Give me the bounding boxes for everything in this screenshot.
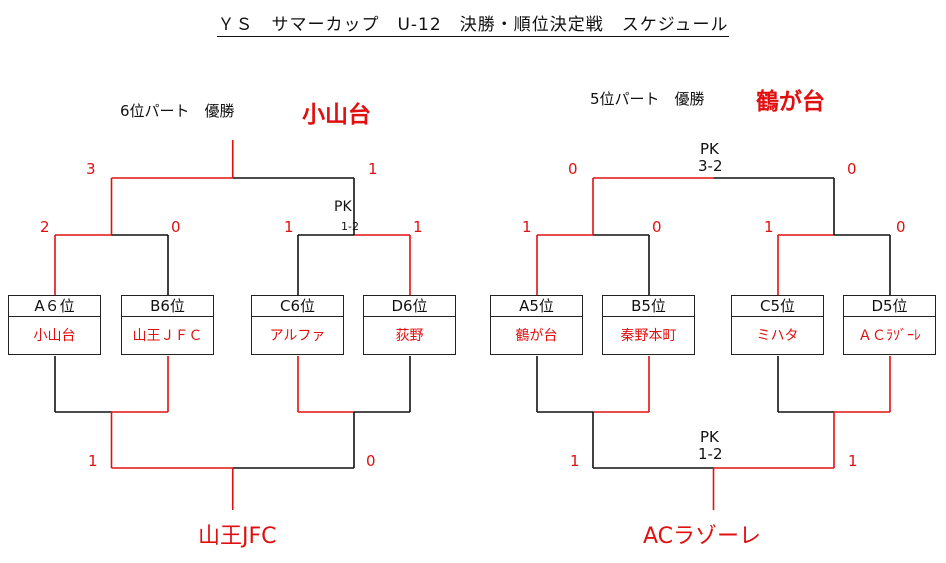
score-6th-semi2-right: 1 — [413, 218, 423, 236]
team-box: C6位 アルファ — [251, 295, 344, 355]
team-name: 荻野 — [395, 328, 424, 344]
team-name: 秦野本町 — [620, 328, 677, 344]
pk-score-6th-semi2: 1-2 — [341, 220, 359, 233]
pk-score-5th-final: 3-2 — [698, 157, 723, 175]
score-6th-semi1-left: 2 — [40, 218, 50, 236]
score-5th-lower-right: 1 — [848, 452, 858, 470]
score-5th-final-left: 0 — [568, 160, 578, 178]
team-box: C5位 ミハタ — [731, 295, 824, 355]
lower-result-6th: 山王JFC — [198, 524, 277, 549]
team-seed: C5位 — [732, 296, 823, 317]
team-seed: D6位 — [364, 296, 455, 317]
score-6th-semi1-right: 0 — [171, 218, 181, 236]
score-5th-semi2-right: 0 — [896, 218, 906, 236]
team-box: D5位 ＡＣﾗｿﾞｰﾚ — [843, 295, 936, 355]
pk-label-5th-final: PK — [700, 140, 719, 158]
part-label-6th: 6位パート 優勝 — [120, 102, 235, 120]
page-title: ＹＳ サマーカップ U-12 決勝・順位決定戦 スケジュール — [217, 15, 729, 37]
team-seed: A5位 — [491, 296, 582, 317]
team-seed: B5位 — [603, 296, 694, 317]
team-seed: C6位 — [252, 296, 343, 317]
part-label-5th: 5位パート 優勝 — [590, 90, 705, 108]
team-name: 山王ＪＦＣ — [132, 328, 203, 344]
team-seed: A６位 — [9, 296, 100, 317]
team-name: 小山台 — [33, 328, 76, 344]
score-6th-semi2-left: 1 — [284, 218, 294, 236]
score-6th-lower-left: 1 — [88, 452, 98, 470]
pk-score-5th-lower: 1-2 — [698, 445, 723, 463]
team-seed: B6位 — [122, 296, 213, 317]
team-box: A６位 小山台 — [8, 295, 101, 355]
team-box: B5位 秦野本町 — [602, 295, 695, 355]
score-5th-semi1-left: 1 — [522, 218, 532, 236]
team-name: アルファ — [269, 328, 326, 344]
score-6th-final-right: 1 — [368, 160, 378, 178]
team-name: 鶴が台 — [515, 328, 558, 344]
pk-label-5th-lower: PK — [700, 428, 719, 446]
lower-result-5th: ACラゾーレ — [643, 524, 762, 549]
team-name: ＡＣﾗｿﾞｰﾚ — [858, 328, 921, 344]
score-5th-semi1-right: 0 — [652, 218, 662, 236]
team-name: ミハタ — [756, 328, 799, 344]
score-6th-final-left: 3 — [86, 160, 96, 178]
score-5th-semi2-left: 1 — [764, 218, 774, 236]
team-box: A5位 鶴が台 — [490, 295, 583, 355]
score-5th-lower-left: 1 — [570, 452, 580, 470]
champion-5th: 鶴が台 — [756, 89, 825, 115]
score-5th-final-right: 0 — [847, 160, 857, 178]
pk-label-6th-semi2: PK — [334, 199, 352, 215]
team-seed: D5位 — [844, 296, 935, 317]
team-box: D6位 荻野 — [363, 295, 456, 355]
score-6th-lower-right: 0 — [366, 452, 376, 470]
champion-6th: 小山台 — [302, 102, 371, 128]
team-box: B6位 山王ＪＦＣ — [121, 295, 214, 355]
